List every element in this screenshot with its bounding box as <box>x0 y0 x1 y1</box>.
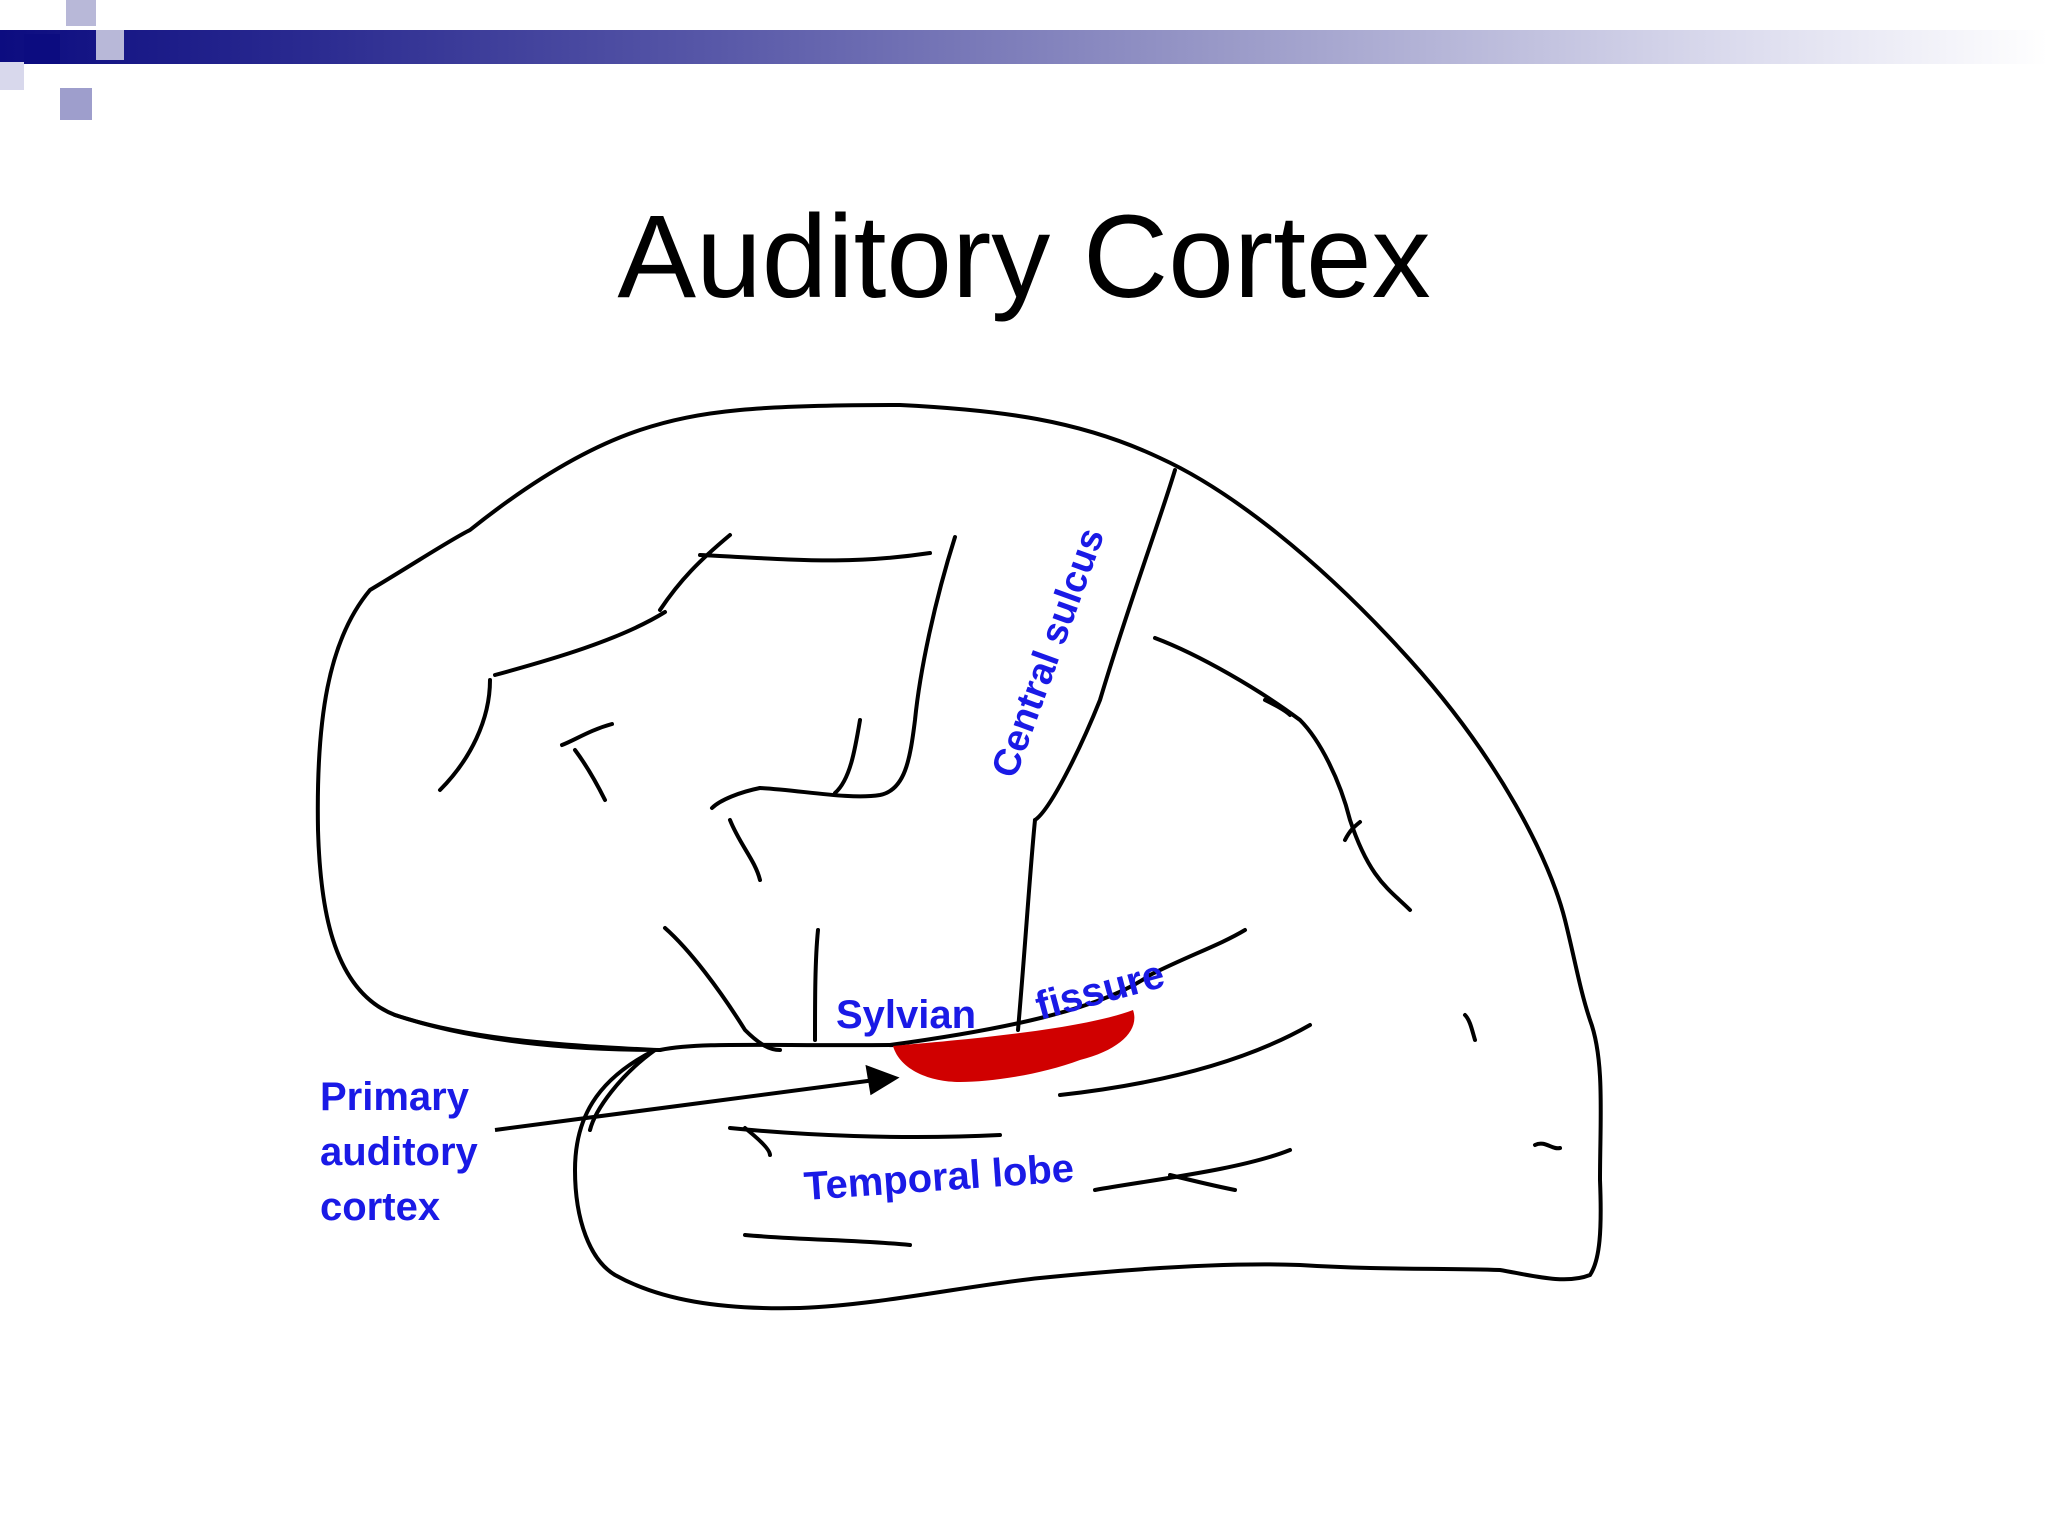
decor-square-dark <box>24 34 60 64</box>
primary-auditory-label-line3: cortex <box>320 1185 440 1229</box>
primary-auditory-arrow <box>494 1064 900 1132</box>
decor-square-light-1 <box>66 0 96 26</box>
primary-auditory-label-line1: Primary <box>320 1075 470 1119</box>
decor-square-light-2 <box>96 30 124 60</box>
brain-outline <box>315 403 1603 1311</box>
primary-auditory-label-line2: auditory <box>320 1130 479 1174</box>
sylvian-label: Sylvian <box>836 993 976 1037</box>
primary-auditory-cortex-area <box>893 1010 1135 1082</box>
decor-square-light-3 <box>60 88 92 120</box>
temporal-lobe-label: Temporal lobe <box>803 1146 1076 1209</box>
title-decor-band <box>0 30 2048 64</box>
central-sulcus-label: Central sulcus <box>984 523 1113 783</box>
slide-title: Auditory Cortex <box>617 191 1431 323</box>
decor-square-light-4 <box>0 62 24 90</box>
fissure-label: fissure <box>1031 952 1169 1028</box>
